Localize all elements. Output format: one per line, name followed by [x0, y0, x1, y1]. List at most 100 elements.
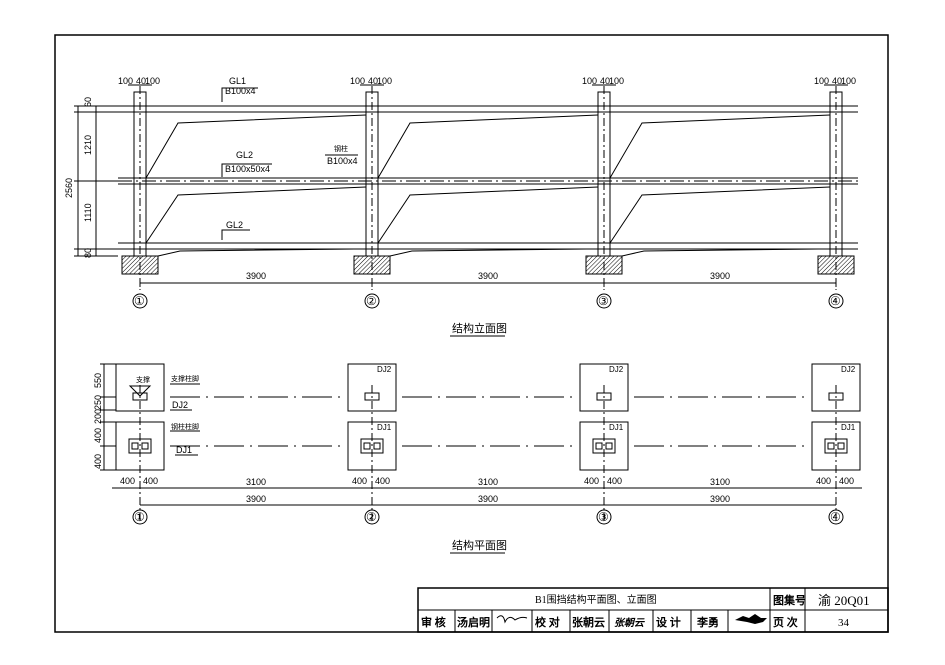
axis-label: ① [134, 294, 145, 308]
inner-span-dim: 3100 [478, 477, 498, 487]
ground-line [621, 248, 819, 257]
total-height-dim: 2560 [64, 178, 74, 198]
reviewer-signature [496, 615, 528, 624]
ground-line [157, 248, 355, 257]
dj1-label: DJ1 [609, 423, 624, 432]
designer-name: 李勇 [696, 615, 719, 629]
footing-dim-400a: 400 [352, 476, 367, 486]
top-dim-40: 40 [600, 76, 610, 86]
dj2-label: DJ2 [841, 365, 856, 374]
top-dim-100b: 100 [145, 76, 160, 86]
gl1-label: GL1 [229, 76, 246, 86]
column-section [373, 442, 381, 450]
span-dim: 3900 [478, 271, 498, 281]
footing-dim-400b: 400 [839, 476, 854, 486]
column-section [595, 442, 603, 450]
footing-dj2 [347, 363, 397, 412]
brace-line [377, 186, 599, 244]
plan-dim-200: 200 [93, 409, 103, 424]
footing-dim-400b: 400 [143, 476, 158, 486]
dj1-label: DJ1 [377, 423, 392, 432]
review-label: 审 核 [421, 615, 446, 629]
atlas-label: 图集号 [773, 593, 806, 607]
column-footing [585, 255, 623, 275]
dj2-label: DJ2 [609, 365, 624, 374]
top-dim-100a: 100 [582, 76, 597, 86]
axis-label: ③ [598, 294, 609, 308]
plan-dim-400a: 400 [93, 428, 103, 443]
design-label: 设 计 [656, 615, 681, 629]
axis-label: ② [366, 510, 377, 524]
span-dim: 3900 [246, 271, 266, 281]
axis-bubble [132, 293, 148, 309]
reviewer-name: 汤启明 [457, 615, 490, 629]
footing-dim-400a: 400 [584, 476, 599, 486]
height-dim-1210: 1210 [83, 135, 93, 155]
span-dim: 3900 [478, 494, 498, 504]
height-dim-60: 60 [83, 97, 93, 107]
brace-line [377, 114, 599, 179]
axis-label: ② [366, 294, 377, 308]
plan-dim-550: 550 [93, 373, 103, 388]
column-label: 钢柱 [334, 144, 348, 153]
height-dim-80: 80 [83, 248, 93, 258]
column-base-label: 钢柱柱脚 [171, 422, 199, 431]
plan-dim-400b: 400 [93, 454, 103, 469]
span-dim: 3900 [246, 494, 266, 504]
column-section [131, 442, 139, 450]
footing-dj2 [811, 363, 861, 412]
plan-dim-250: 250 [93, 395, 103, 410]
gl1-spec: B100x4 [225, 86, 256, 96]
footing-dim-400a: 400 [816, 476, 831, 486]
gl2-mid-spec: B100x50x4 [225, 164, 270, 174]
footing-dj2 [579, 363, 629, 412]
brace-line [145, 114, 367, 179]
axis-bubble [132, 509, 148, 525]
page-label: 页 次 [773, 615, 798, 629]
checker-signature: 张朝云 [614, 617, 645, 629]
checker-name: 张朝云 [572, 615, 605, 629]
gl2-low-label: GL2 [226, 220, 243, 230]
inner-span-dim: 3100 [246, 477, 266, 487]
top-dim-100b: 100 [841, 76, 856, 86]
footing-dj2 [115, 363, 165, 412]
brace-line [145, 186, 367, 244]
brace-base-label: 支撑柱脚 [171, 374, 199, 383]
axis-bubble [364, 509, 380, 525]
top-dim-100a: 100 [814, 76, 829, 86]
brace-line [609, 186, 831, 244]
dj1-label-1: DJ1 [176, 445, 192, 455]
footing-dim-400a: 400 [120, 476, 135, 486]
top-dim-100a: 100 [350, 76, 365, 86]
column-footing [353, 255, 391, 275]
top-dim-40: 40 [136, 76, 146, 86]
footing-dim-400b: 400 [607, 476, 622, 486]
column-section [827, 442, 835, 450]
title-block: B1围挡结构平面图、立面图 图集号 渝 20Q01 审 核 汤启明 校 对 张朝… [417, 587, 889, 633]
dj2-label-1: DJ2 [172, 400, 188, 410]
column-section [605, 442, 613, 450]
page-number: 34 [838, 617, 850, 629]
top-dim-40: 40 [368, 76, 378, 86]
column-footing [121, 255, 159, 275]
axis-bubble [364, 293, 380, 309]
elevation-title: 结构立面图 [452, 321, 507, 335]
column-section [363, 442, 371, 450]
gl2-mid-label: GL2 [236, 150, 253, 160]
axis-label: ④ [830, 294, 841, 308]
axis-label: ③ [598, 510, 609, 524]
plan-title: 结构平面图 [452, 538, 507, 552]
axis-label: ① [134, 510, 145, 524]
atlas-number: 渝 20Q01 [818, 593, 870, 608]
height-dim-1110: 1110 [83, 203, 93, 222]
brace-label: 支撑 [136, 375, 150, 384]
top-dim-40: 40 [832, 76, 842, 86]
span-dim: 3900 [710, 494, 730, 504]
axis-bubble [596, 509, 612, 525]
top-dim-100b: 100 [377, 76, 392, 86]
column-footing [817, 255, 855, 275]
designer-signature [735, 614, 767, 624]
